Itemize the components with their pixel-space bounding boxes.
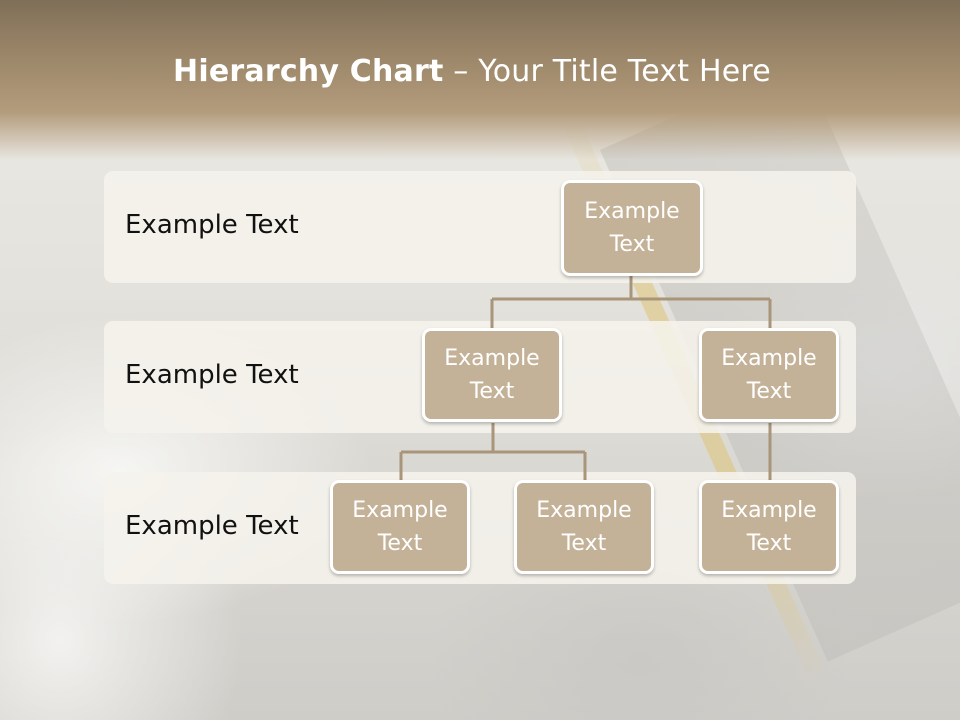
- title-rest: – Your Title Text Here: [443, 54, 771, 89]
- node-level2-right-line1: Example: [721, 346, 817, 371]
- level-band-1: [104, 171, 856, 283]
- node-level3-a-line2: Text: [377, 531, 423, 556]
- node-level2-left-line1: Example: [444, 346, 540, 371]
- node-level3-b-line2: Text: [561, 531, 607, 556]
- node-level3-a-line1: Example: [352, 498, 448, 523]
- node-root-line2: Text: [609, 232, 655, 257]
- title-bold: Hierarchy Chart: [173, 54, 444, 89]
- node-level3-b-line1: Example: [536, 498, 632, 523]
- node-level2-right-line2: Text: [746, 379, 792, 404]
- level-label-1: Example Text: [125, 210, 299, 240]
- level-label-3: Example Text: [125, 511, 299, 541]
- node-root-line1: Example: [584, 199, 680, 224]
- slide-title: Hierarchy Chart – Your Title Text Here: [0, 54, 944, 89]
- title-band: [0, 0, 960, 160]
- level-label-2: Example Text: [125, 360, 299, 390]
- node-level3-c-line1: Example: [721, 498, 817, 523]
- node-level2-left-line2: Text: [469, 379, 515, 404]
- node-level3-c-line2: Text: [746, 531, 792, 556]
